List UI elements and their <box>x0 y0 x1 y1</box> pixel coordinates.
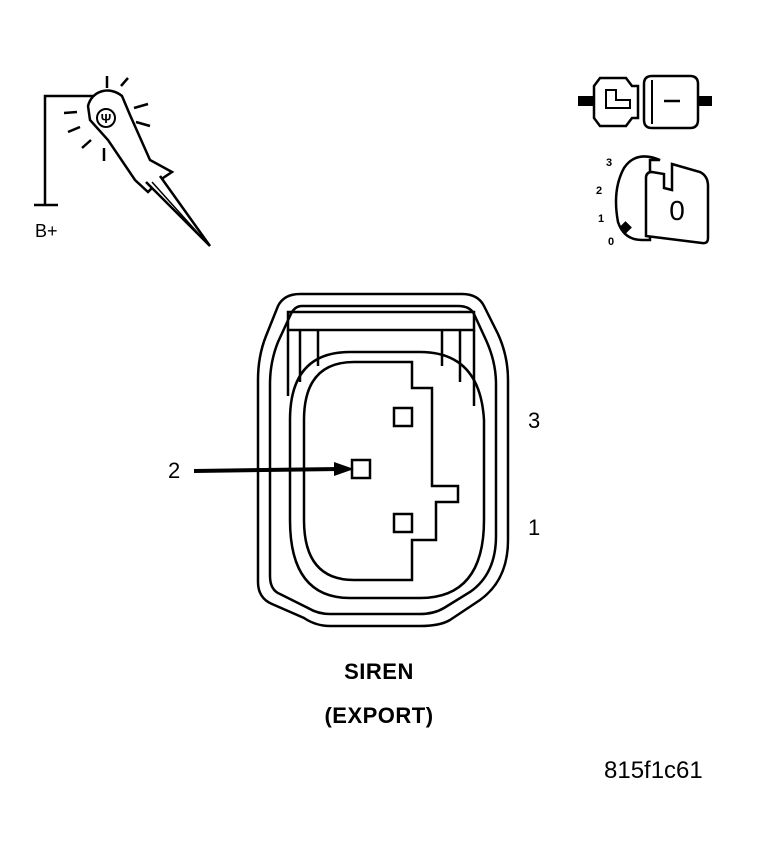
pin-cavity-3 <box>392 406 414 428</box>
connector-half-left <box>592 76 640 128</box>
figure-id: 815f1c61 <box>604 757 703 784</box>
connector-shroud-outer <box>288 350 486 600</box>
connector-wire-left <box>578 96 594 106</box>
lamp-glow-rays <box>63 76 151 161</box>
ignition-position-1: 1 <box>598 213 604 225</box>
siren-connector-face <box>256 292 510 628</box>
housing-outer <box>256 292 510 628</box>
pin-label-1: 1 <box>528 515 541 540</box>
supply-label-b-plus: B+ <box>35 221 58 241</box>
probe-needle-inner <box>151 181 207 243</box>
ignition-key-position-label: 0 <box>669 195 685 226</box>
probe-lead-wire <box>43 94 100 205</box>
ignition-position-3: 3 <box>606 157 612 169</box>
pin-label-3: 3 <box>528 408 541 433</box>
connector-shroud-inner <box>302 360 460 582</box>
disconnect-connector-icon <box>578 74 712 130</box>
pin-2-leader-arrow <box>193 462 354 476</box>
latch-frame <box>286 310 476 332</box>
caption-title: SIREN <box>344 659 414 684</box>
pin-cavity-1 <box>392 512 414 534</box>
ignition-key <box>644 162 710 245</box>
ignition-position-0: 0 <box>608 236 614 248</box>
connector-wire-right <box>698 96 712 106</box>
pin-label-2: 2 <box>168 458 181 483</box>
probe-lamp-symbol: Ψ <box>101 111 112 126</box>
ignition-position-2: 2 <box>596 185 602 197</box>
test-light-probe-icon: Ψ <box>34 76 212 247</box>
housing-inner <box>268 304 498 616</box>
probe-lamp <box>96 108 116 128</box>
ignition-switch-icon <box>614 155 710 245</box>
pin-cavity-2 <box>350 458 372 480</box>
caption-subtitle: (EXPORT) <box>324 703 434 728</box>
connector-latch <box>605 89 631 109</box>
